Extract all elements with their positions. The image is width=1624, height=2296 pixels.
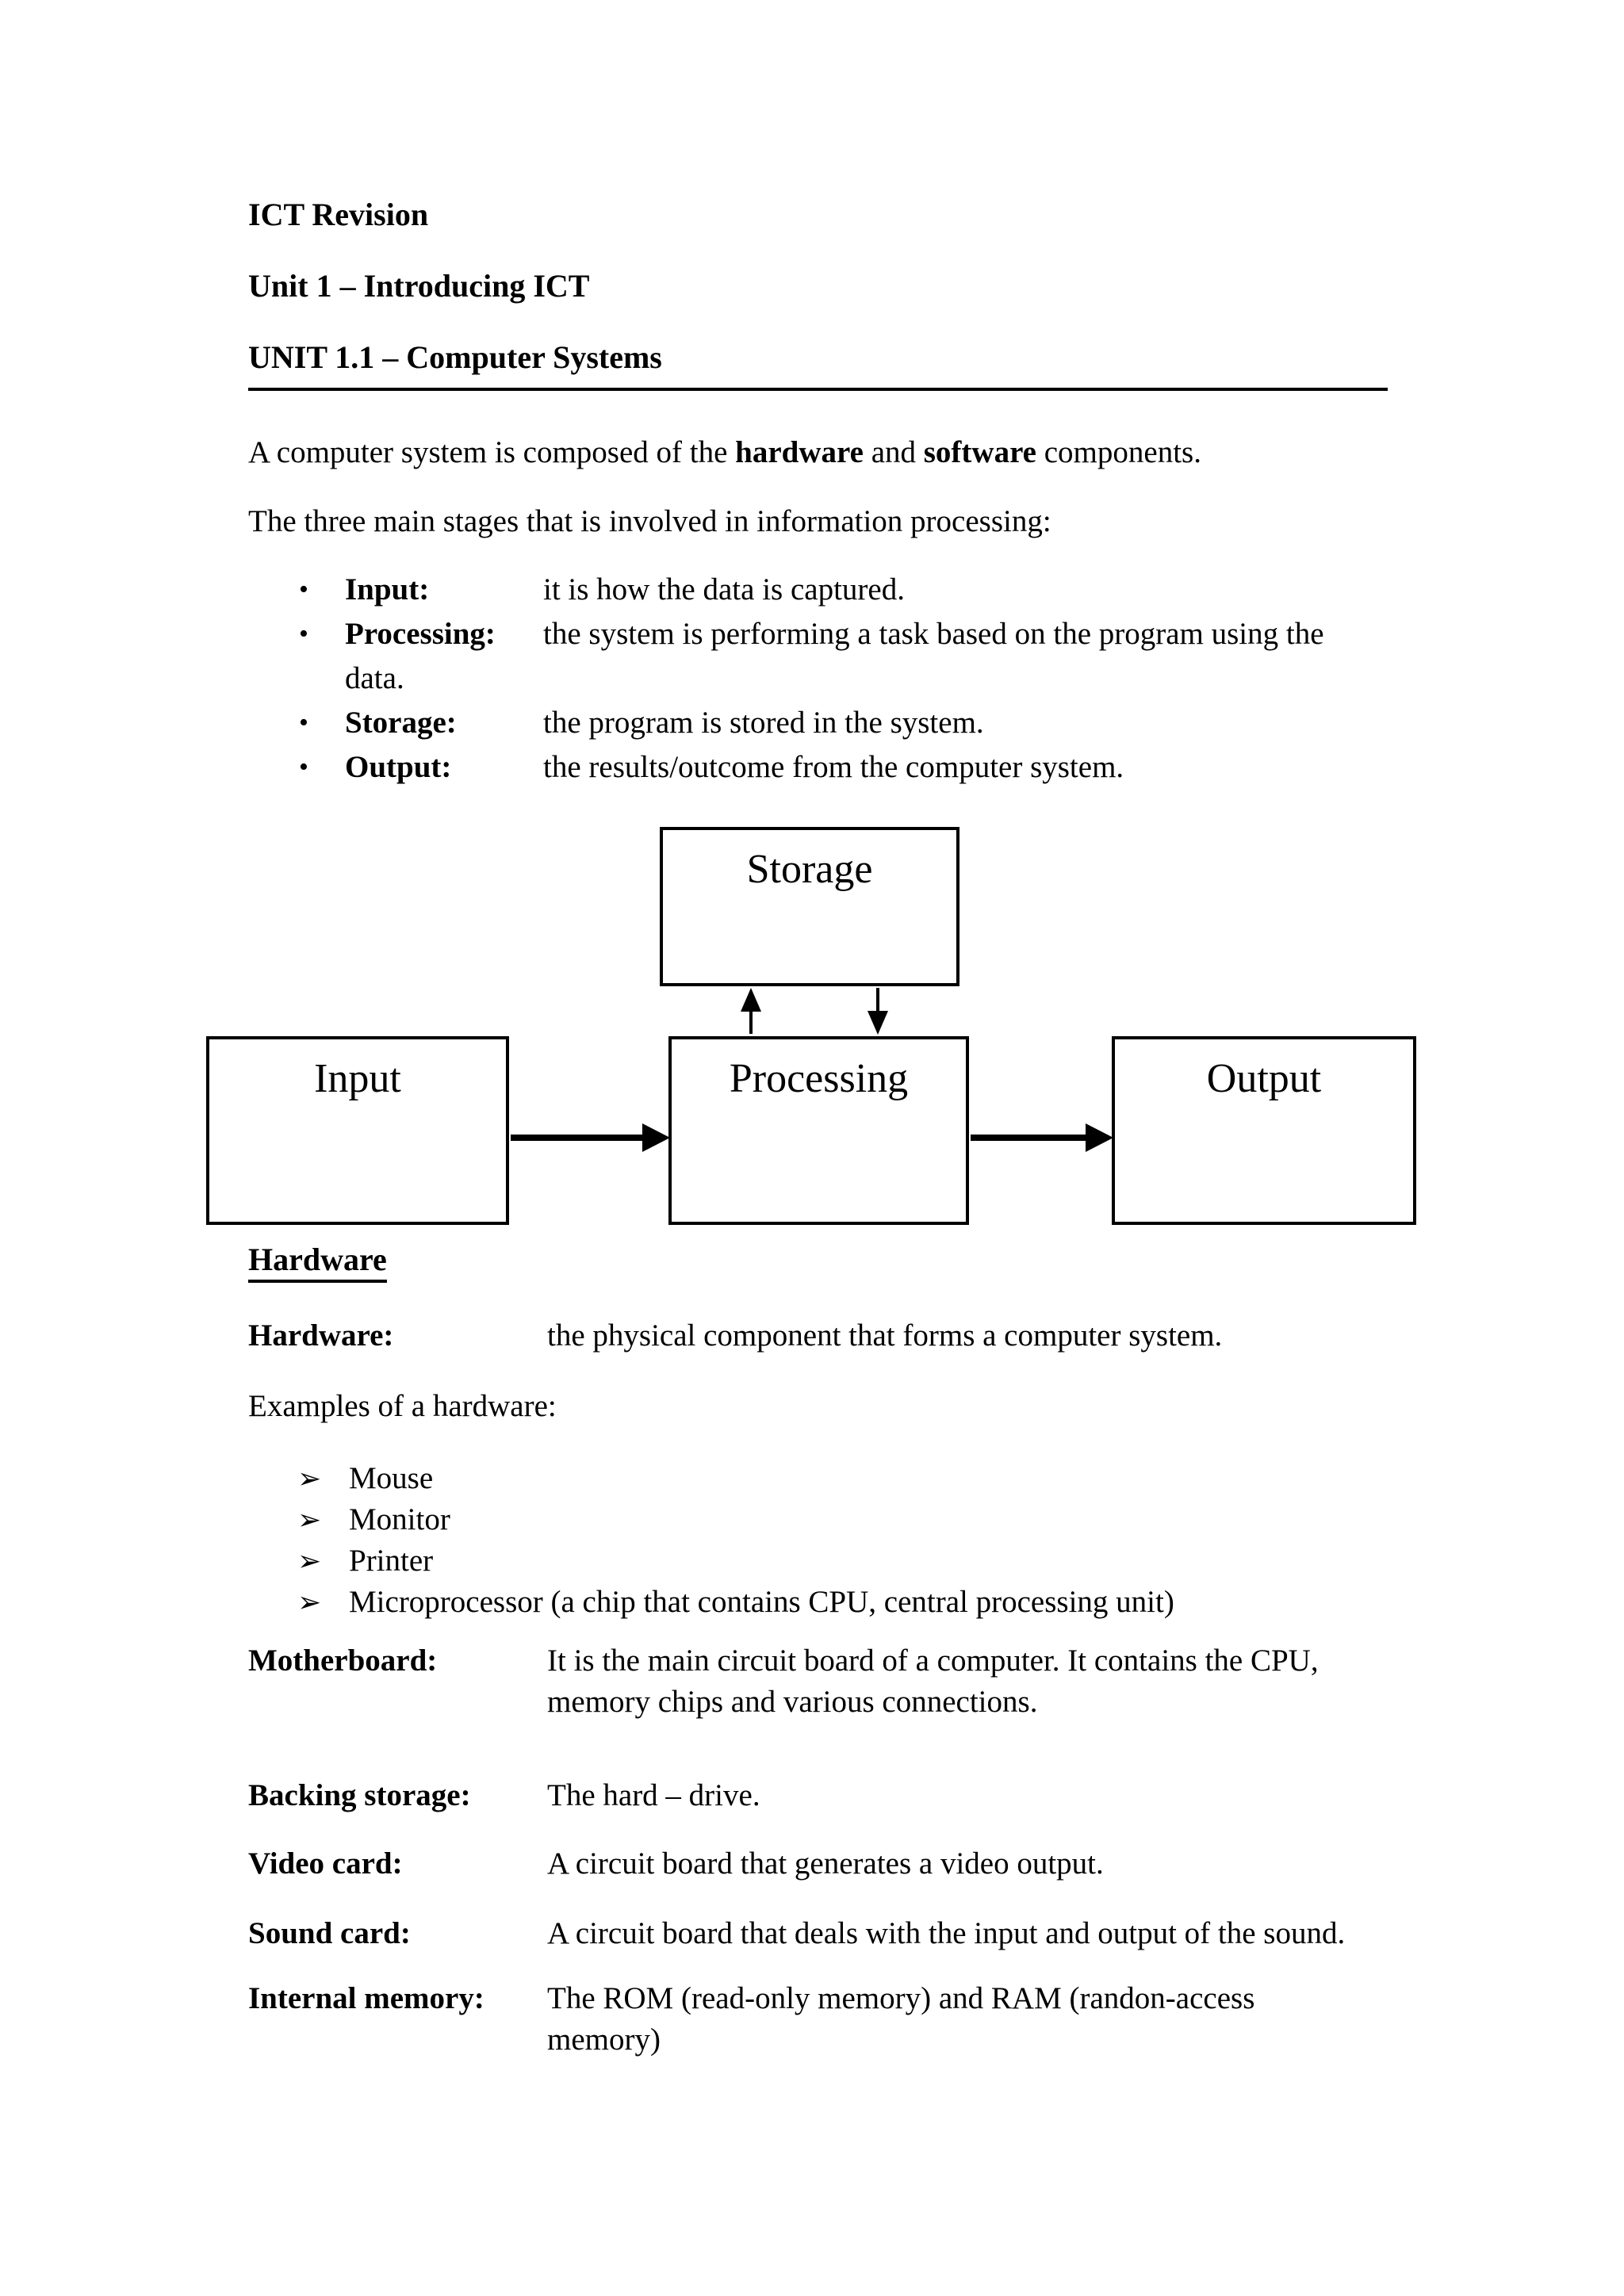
diagram-label-output: Output [1206,1056,1322,1101]
stage-desc: the system is performing a task based on… [543,617,1324,651]
definition-term: Sound card: [248,1916,411,1950]
definition-hardware: Hardware: the physical component that for… [248,1314,1388,1358]
arrow-bullet-icon: ➢ [297,1586,322,1618]
diagram-label-processing: Processing [729,1056,909,1101]
section-heading: UNIT 1.1 – Computer Systems [248,335,1388,391]
diagram-arrows [511,988,1113,1152]
hardware-heading: Hardware [248,1238,1388,1283]
arrow-processing-to-output-icon [971,1123,1113,1152]
hardware-bold: hardware [735,435,864,469]
doc-title: ICT Revision [248,197,429,232]
stage-term: Storage: [345,706,457,740]
definition-desc-wrap: memory chips and various connections. [547,1685,1038,1719]
example-label: Printer [349,1544,434,1578]
document-content: ICT Revision Unit 1 – Introducing ICT UN… [206,0,1416,2061]
process-diagram: Storage Input Processing Output [0,790,1624,1238]
definition-desc: A circuit board that generates a video o… [547,1846,1104,1881]
list-item-storage: • Storage: the program is stored in the s… [248,701,1388,745]
hardware-heading-text: Hardware [248,1242,387,1283]
list-item-processing: • Processing: the system is performing a … [248,612,1388,701]
stage-term: Input: [345,572,430,607]
definition-desc: The hard – drive. [547,1778,760,1812]
example-label: Microprocessor (a chip that contains CPU… [349,1585,1174,1619]
intro-text: A computer system is composed of the [248,435,736,469]
diagram-box-input: Input [206,1036,509,1225]
hardware-examples-list: ➢ Mouse ➢ Monitor ➢ Printer ➢ Microproce… [248,1458,1388,1623]
list-item-microprocessor: ➢ Microprocessor (a chip that contains C… [248,1582,1388,1623]
bullet-icon: • [299,575,308,604]
arrow-bullet-icon: ➢ [297,1545,322,1577]
definition-desc: It is the main circuit board of a comput… [547,1644,1319,1678]
example-label: Monitor [349,1502,450,1536]
stages-list: • Input:it is how the data is captured. … [248,568,1388,790]
diagram-box-processing: Processing [668,1036,969,1225]
definition-desc-wrap: memory) [547,2022,661,2057]
intro-text-mid: and [863,435,924,469]
stage-desc: the program is stored in the system. [543,706,984,740]
definition-desc: The ROM (read-only memory) and RAM (rand… [547,1981,1255,2015]
stage-term: Processing: [345,617,496,651]
stage-desc: it is how the data is captured. [543,572,905,607]
definition-term: Backing storage: [248,1778,471,1812]
diagram-box-output: Output [1112,1036,1416,1225]
stage-term: Output: [345,750,452,784]
definition-term: Motherboard: [248,1644,438,1678]
software-bold: software [923,435,1036,469]
example-label: Mouse [349,1461,434,1495]
arrow-input-to-processing-icon [511,1123,670,1152]
bullet-icon: • [299,619,308,649]
list-item-output: • Output: the results/outcome from the co… [248,745,1388,790]
diagram-label-input: Input [314,1056,401,1101]
bullet-icon: • [299,708,308,737]
arrow-storage-to-processing-icon [868,988,888,1035]
list-item-mouse: ➢ Mouse [248,1458,1388,1499]
definition-sound-card: Sound card: A circuit board that deals wi… [248,1911,1388,1956]
unit-heading: Unit 1 – Introducing ICT [248,268,590,304]
definition-internal-memory: Internal memory: The ROM (read-only memor… [248,1978,1388,2061]
stages-intro-paragraph: The three main stages that is involved i… [248,504,1051,538]
list-item-input: • Input: it is how the data is captured. [248,568,1388,612]
definition-term: Video card: [248,1846,403,1881]
arrow-bullet-icon: ➢ [297,1504,322,1536]
intro-text-end: components. [1036,435,1201,469]
bullet-icon: • [299,752,308,782]
diagram-box-storage: Storage [660,827,959,986]
stage-desc-wrap: data. [345,661,404,695]
definition-motherboard: Motherboard: It is the main circuit board… [248,1640,1388,1723]
arrow-bullet-icon: ➢ [297,1463,322,1494]
examples-label: Examples of a hardware: [248,1389,557,1423]
definition-term: Hardware: [248,1318,394,1353]
definition-desc: the physical component that forms a comp… [547,1318,1223,1353]
definition-backing-storage: Backing storage: The hard – drive. [248,1774,1388,1818]
list-item-monitor: ➢ Monitor [248,1499,1388,1540]
arrow-processing-to-storage-icon [741,988,761,1034]
intro-paragraph: A computer system is composed of the har… [248,430,1388,475]
diagram-label-storage: Storage [746,847,873,892]
stage-desc: the results/outcome from the computer sy… [543,750,1124,784]
definition-desc: A circuit board that deals with the inpu… [547,1916,1346,1950]
list-item-printer: ➢ Printer [248,1540,1388,1582]
definition-term: Internal memory: [248,1981,485,2015]
definition-video-card: Video card: A circuit board that generate… [248,1842,1388,1886]
